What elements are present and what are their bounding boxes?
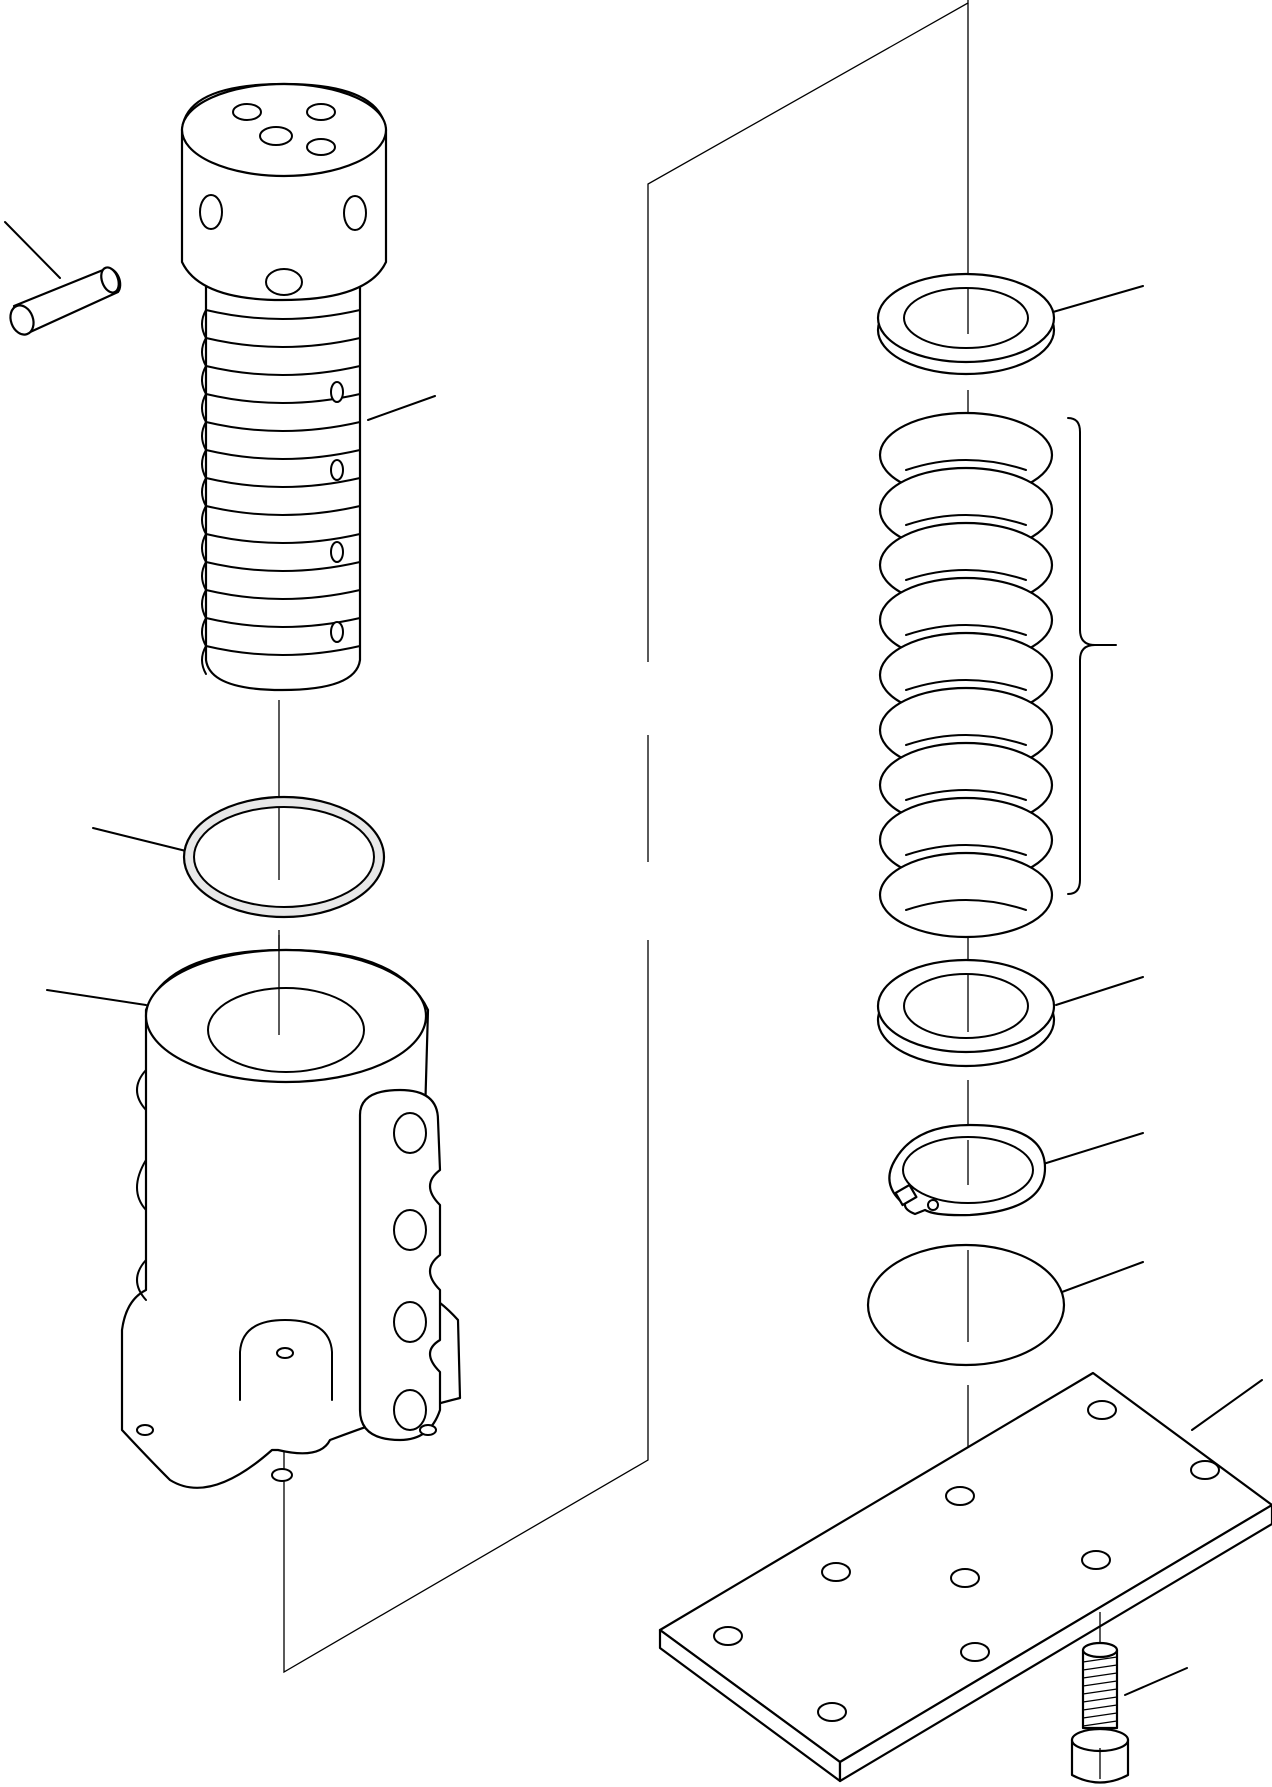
spring-coil-inner [905,624,1027,636]
screw-threads [1082,1656,1118,1727]
screw-thread-line [1082,1712,1118,1719]
spool-port-hole [330,621,344,643]
spring-coil-inner [905,789,1027,801]
spring-coil-inner [905,734,1027,746]
snap-ring [888,1123,1144,1217]
spool-thread-line [205,309,361,320]
spool-thread-edge [201,561,207,591]
spool-thread-line [205,505,361,516]
spool-thread-edge [201,393,207,423]
spool-port-hole [330,459,344,481]
spool-thread-line [205,589,361,600]
cap-screw [1070,1641,1188,1784]
screw-thread-line [1082,1680,1118,1687]
spool-port-hole [330,381,344,403]
spool-thread-edge [201,589,207,619]
spring-coil-inner [905,514,1027,526]
spring-coil-inner [905,679,1027,691]
spring-coil [878,851,1054,939]
spool-thread-line [205,477,361,488]
spool-thread-edge [201,505,207,535]
lower-washer [876,958,1144,1068]
spring-coils [878,411,1054,939]
seal-ring [92,795,386,919]
screw-thread-line [1082,1688,1118,1695]
spool-port-hole [330,541,344,563]
spool-thread-edge [201,337,207,367]
spool-thread-edge [201,617,207,647]
threaded-spool [180,82,436,692]
screw-thread-line [1082,1696,1118,1703]
spool-thread-line [205,533,361,544]
spring-coil-inner [905,569,1027,581]
spool-thread-line [205,449,361,460]
spool-thread-line [205,617,361,628]
spool-thread-edge [201,533,207,563]
spool-thread-line [205,561,361,572]
screw-thread-line [1082,1664,1118,1671]
spool-thread-line [205,337,361,348]
screw-thread-line [1082,1672,1118,1679]
screw-thread-line [1082,1656,1118,1663]
spool-thread-edge [201,449,207,479]
spool-thread-line [205,421,361,432]
upper-washer [876,272,1144,376]
coil-spring [878,411,1117,939]
valve-body [46,935,462,1489]
dowel-pin [4,221,122,336]
spool-thread-edge [201,645,207,675]
spool-thread-edge [201,421,207,451]
spool-thread-edge [201,309,207,339]
spring-coil-inner [905,459,1027,471]
assembly-guide-line [647,0,969,662]
screw-thread-line [1082,1720,1118,1727]
spool-thread-edge [201,477,207,507]
screw-thread-line [1082,1704,1118,1711]
spool-thread-edge [201,365,207,395]
spring-coil-inner [905,899,1027,911]
assembly-guide-line-lower [283,940,649,1674]
spool-threads [201,309,361,675]
spring-coil-inner [905,844,1027,856]
spool-thread-line [205,645,361,656]
disc [866,1243,1144,1367]
spool-thread-line [205,365,361,376]
cover-plate [658,1371,1272,1783]
